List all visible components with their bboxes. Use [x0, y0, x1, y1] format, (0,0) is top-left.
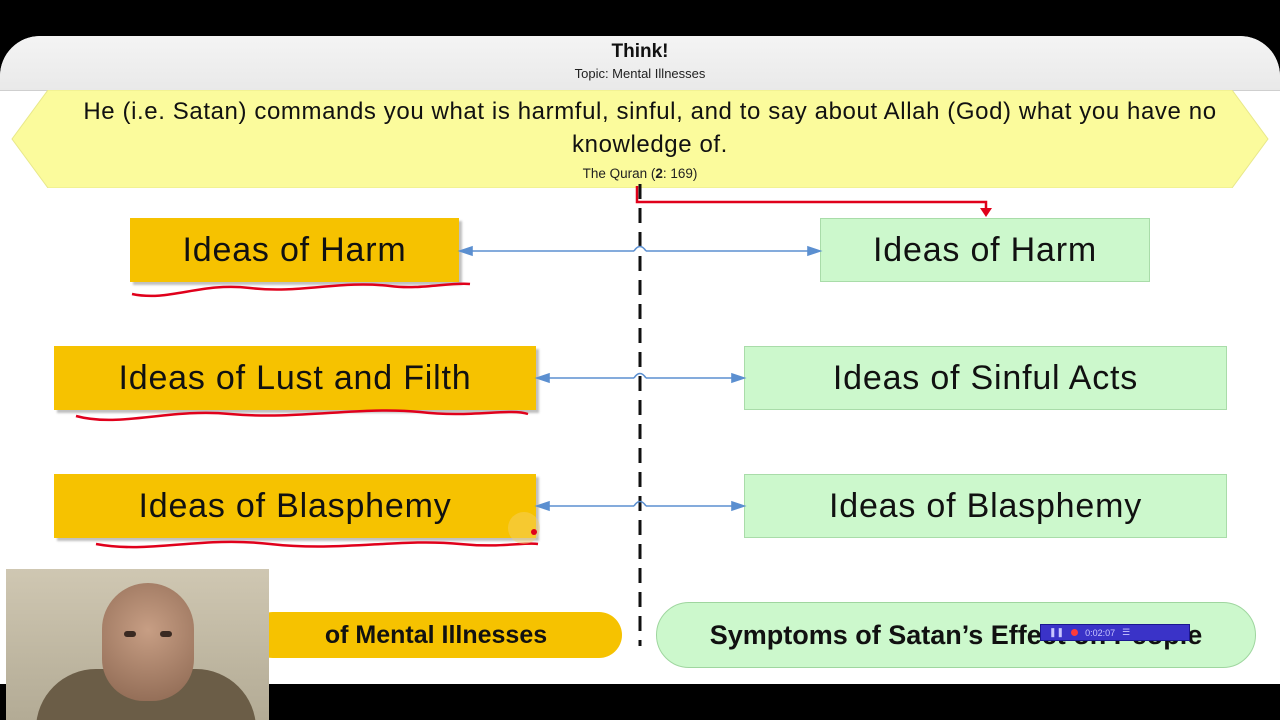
presenter-eye-right: [160, 631, 172, 637]
left-box-harm: Ideas of Harm: [130, 218, 459, 282]
red-underline-blasphemy: [95, 540, 539, 549]
arrow-row-1: [457, 245, 823, 257]
record-icon[interactable]: [1071, 629, 1079, 636]
pause-icon[interactable]: ❚❚: [1049, 627, 1065, 637]
diagram-connectors: [75, 184, 992, 646]
mental-illnesses-label: of Mental Illnesses: [250, 612, 622, 658]
left-box-lust: Ideas of Lust and Filth: [54, 346, 536, 410]
menu-icon[interactable]: ☰: [1122, 627, 1131, 637]
slide-subtitle: Topic: Mental Illnesses: [574, 66, 706, 81]
slide-title: Think!: [611, 41, 669, 62]
right-box-blasphemy: Ideas of Blasphemy: [744, 474, 1227, 538]
right-box-harm: Ideas of Harm: [820, 218, 1150, 282]
slide-header: Think! Topic: Mental Illnesses: [0, 36, 1280, 91]
quote-banner: He (i.e. Satan) commands you what is har…: [10, 90, 1270, 188]
quote-source: The Quran (2: 169): [582, 166, 698, 181]
player-time: 0:02:07: [1085, 627, 1116, 638]
left-box-blasphemy: Ideas of Blasphemy: [54, 474, 536, 538]
quote-text: He (i.e. Satan) commands you what is har…: [83, 98, 1217, 158]
presenter-head: [102, 583, 194, 701]
pen-cursor-dot: [531, 529, 537, 535]
right-box-sinful-acts: Ideas of Sinful Acts: [744, 346, 1227, 410]
arrow-row-2: [534, 372, 747, 384]
banner-shape: [11, 90, 1269, 188]
presentation-slide: Think! Topic: Mental Illnesses He (i.e. …: [0, 36, 1280, 684]
red-underline-harm: [131, 282, 471, 298]
quote-chapter: 2: [655, 166, 663, 181]
presenter-eye-left: [124, 631, 136, 637]
recording-player-bar[interactable]: ❚❚ 0:02:07 ☰: [1040, 624, 1190, 641]
red-connector-line: [635, 186, 988, 212]
red-underline-lust: [75, 409, 529, 422]
arrow-row-3: [534, 500, 747, 512]
red-arrowhead: [980, 208, 992, 217]
pen-cursor-highlight: [508, 512, 540, 544]
presenter-webcam: [6, 569, 269, 720]
